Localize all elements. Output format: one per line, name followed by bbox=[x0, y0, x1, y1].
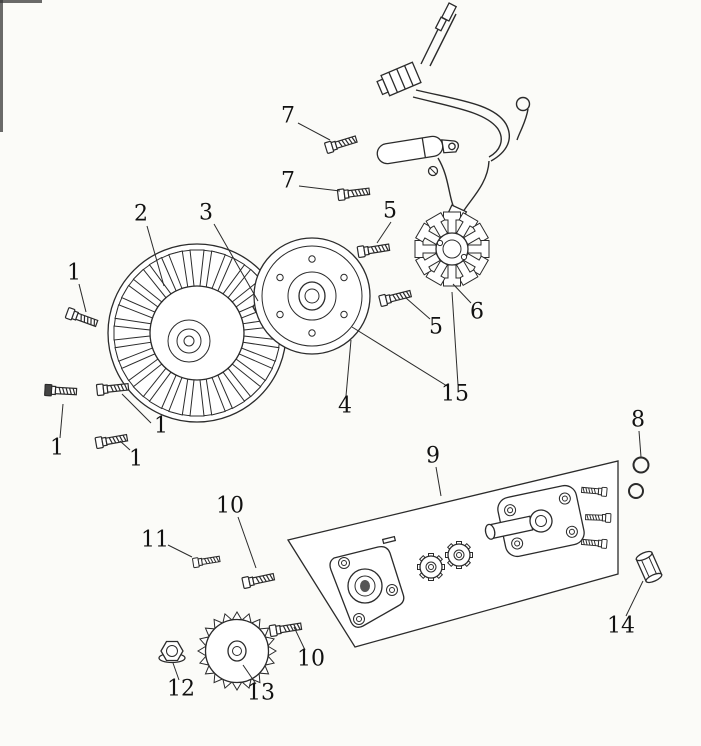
coil-screw bbox=[427, 165, 439, 177]
bolt-1 bbox=[94, 431, 129, 450]
callout-7-b: 7 bbox=[281, 169, 295, 194]
bolt-11 bbox=[191, 553, 221, 569]
bushing bbox=[635, 550, 663, 584]
callout-5-a: 5 bbox=[383, 199, 397, 224]
coupler-gear bbox=[417, 553, 445, 581]
bolt-1 bbox=[95, 380, 130, 397]
callout-12: 12 bbox=[167, 677, 195, 702]
wire-loop bbox=[515, 96, 531, 112]
callout-7-a: 7 bbox=[281, 104, 295, 129]
callout-3: 3 bbox=[199, 201, 213, 226]
bolt-7 bbox=[323, 133, 359, 155]
coupler-gear bbox=[445, 541, 473, 569]
sprocket bbox=[197, 611, 277, 691]
callout-14: 14 bbox=[607, 614, 635, 639]
callout-10-a: 10 bbox=[216, 494, 244, 519]
callout-8: 8 bbox=[631, 408, 645, 433]
callouts: 7 7 2 3 5 1 6 5 1 4 15 1 1 8 9 10 11 14 … bbox=[50, 104, 645, 706]
callout-13: 13 bbox=[247, 681, 275, 706]
wire-terminal-icon bbox=[434, 16, 448, 32]
flange-nut bbox=[158, 640, 186, 664]
fastener-bolts bbox=[44, 133, 413, 638]
callout-15: 15 bbox=[441, 382, 469, 407]
callout-6: 6 bbox=[470, 300, 484, 325]
bearing-plate-left bbox=[329, 545, 405, 628]
bolt-5 bbox=[356, 241, 391, 259]
callout-9: 9 bbox=[426, 444, 440, 469]
o-ring bbox=[632, 456, 650, 474]
ignition-coil bbox=[376, 135, 460, 165]
bolt-7 bbox=[336, 185, 371, 202]
magneto-rotor bbox=[253, 237, 371, 355]
callout-1-a: 1 bbox=[67, 261, 81, 286]
callout-11: 11 bbox=[141, 528, 169, 553]
callout-4: 4 bbox=[338, 394, 352, 419]
callout-10-b: 10 bbox=[297, 647, 325, 672]
bolt-5 bbox=[378, 287, 413, 308]
flywheel-fan bbox=[107, 243, 287, 423]
bolt-10 bbox=[241, 570, 276, 590]
mounting-panel-assembly bbox=[286, 460, 619, 648]
callout-1-c: 1 bbox=[50, 436, 64, 461]
wiring-harness bbox=[376, 2, 531, 222]
callout-2: 2 bbox=[134, 202, 148, 227]
bolt-1 bbox=[64, 306, 100, 330]
scan-edge-marks bbox=[0, 0, 42, 132]
callout-5-b: 5 bbox=[429, 315, 443, 340]
callout-1-b: 1 bbox=[154, 414, 168, 439]
stator bbox=[414, 211, 490, 287]
woodruff-key bbox=[381, 535, 397, 545]
bearing-plate-right bbox=[484, 484, 585, 558]
callout-1-d: 1 bbox=[129, 447, 143, 472]
leader-lines bbox=[59, 122, 644, 685]
wire-connector bbox=[376, 61, 422, 97]
o-ring bbox=[628, 483, 644, 499]
